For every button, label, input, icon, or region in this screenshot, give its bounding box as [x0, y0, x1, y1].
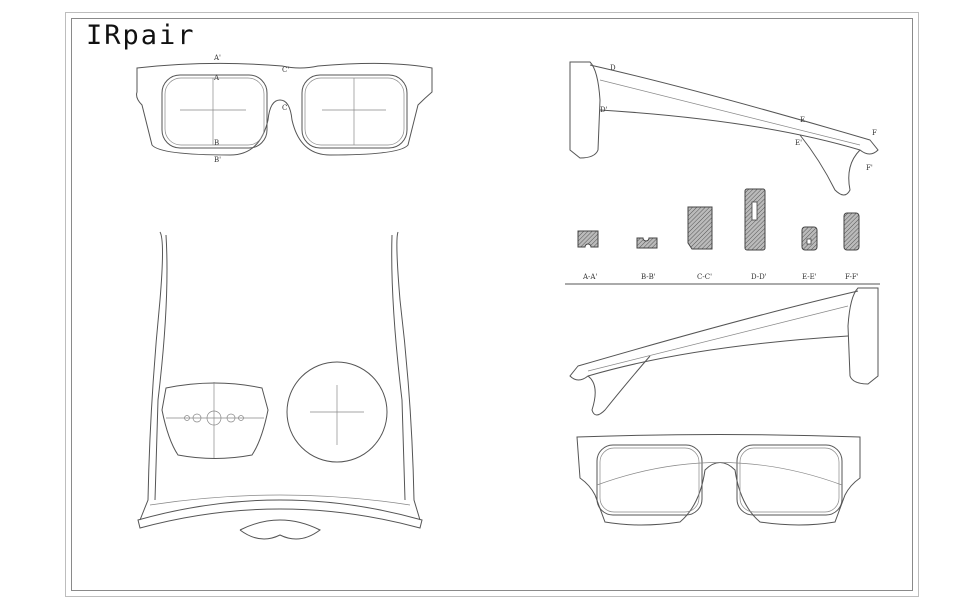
section-label-d: D-D'	[751, 273, 767, 281]
section-label-f: F-F'	[845, 273, 859, 281]
marker-f-prime: F'	[866, 164, 873, 172]
brand-logo: IRpair	[86, 20, 196, 51]
marker-f: F	[872, 129, 877, 137]
section-label-e: E-E'	[802, 273, 817, 281]
side-view-right: D D' E E' F F'	[569, 61, 879, 196]
drawing-border-inner	[71, 18, 913, 591]
section-label-c: C-C'	[697, 273, 712, 281]
marker-c-prime: C'	[282, 66, 289, 74]
cross-sections: A-A' B-B' C-C' D-D' E-E' F-F'	[565, 188, 880, 285]
marker-d: D	[610, 64, 616, 72]
marker-e-prime: E'	[795, 139, 802, 147]
section-e-shape	[801, 226, 818, 251]
marker-e: E	[800, 116, 805, 124]
section-f-shape	[843, 212, 860, 251]
top-view	[137, 231, 423, 540]
section-b-shape	[636, 237, 658, 249]
section-label-b: B-B'	[641, 273, 656, 281]
section-label-a: A-A'	[582, 273, 597, 281]
front-perspective-view	[576, 434, 861, 526]
section-c-shape	[687, 206, 713, 250]
front-view: A' A B B' C' C	[136, 54, 433, 164]
marker-a-prime: A'	[213, 54, 221, 62]
marker-c: C	[282, 104, 287, 112]
side-view-left	[569, 287, 879, 416]
marker-b: B	[214, 139, 219, 147]
drawing-border-outer	[65, 12, 919, 597]
marker-a: A	[213, 74, 220, 82]
marker-b-prime: B'	[214, 156, 221, 164]
section-a-shape	[577, 230, 599, 248]
marker-d-prime: D'	[600, 106, 608, 114]
